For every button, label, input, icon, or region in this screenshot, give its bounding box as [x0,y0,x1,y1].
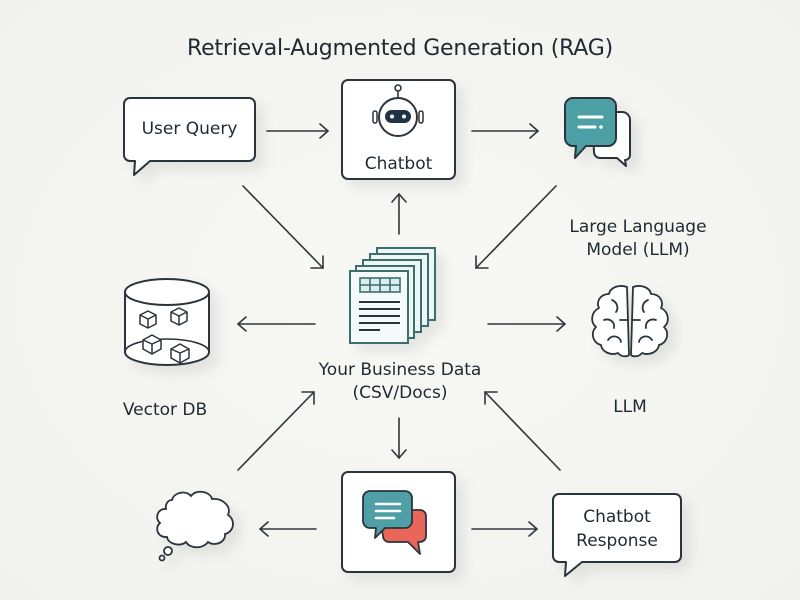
thought-cloud-icon [156,490,234,562]
llm-brain-label: LLM [613,397,647,417]
conversation-bubbles-icon [362,490,427,555]
llm-chat-label-line2: Model (LLM) [586,240,690,260]
arrow-conversation-to-response [471,521,538,537]
database-cylinder-icon [124,278,210,366]
arrow-data-to-llm-brain [487,316,566,332]
arrow-llm-to-data [475,185,557,269]
brain-icon [591,285,669,358]
user-query-label: User Query [141,119,238,139]
arrow-data-to-chatbot [391,193,407,235]
arrow-userquery-to-data [242,185,324,269]
arrow-data-to-vectordb [237,316,316,332]
robot-icon [372,84,424,137]
arrow-data-to-conversation [391,417,407,459]
documents-stack-icon [349,247,436,344]
user-query-bubble [123,97,256,176]
chatbot-response-bubble [552,493,682,577]
llm-chat-label-line1: Large Language [569,217,707,237]
chat-bubbles-icon [564,97,631,167]
arrow-conversation-to-thought [259,521,317,537]
business-data-label-line1: Your Business Data [318,360,482,380]
chatbot-response-label-line2: Response [576,531,658,551]
arrow-thought-to-data [237,391,315,471]
arrow-userquery-to-chatbot [266,123,329,139]
vector-cubes-icon [139,307,190,364]
chatbot-response-label-line1: Chatbot [583,507,651,527]
arrow-chatbot-to-llm [471,123,539,139]
chatbot-label: Chatbot [364,154,433,174]
arrow-response-to-data [484,391,561,471]
business-data-label-line2: (CSV/Docs) [352,383,448,403]
diagram-title: Retrieval-Augmented Generation (RAG) [186,36,613,61]
vector-db-label: Vector DB [122,400,208,420]
